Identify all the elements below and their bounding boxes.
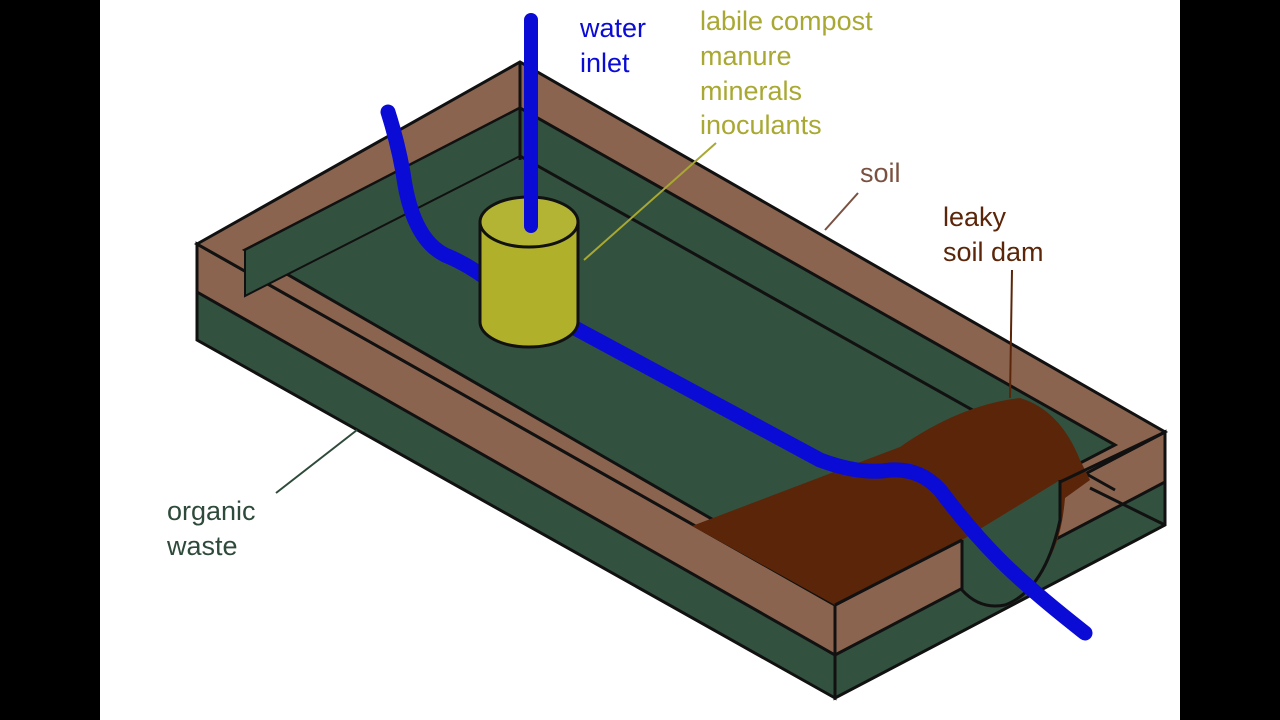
leader-soil	[824, 192, 859, 231]
label-water-inlet-line2: inlet	[580, 48, 630, 78]
leader-waste	[275, 429, 358, 494]
label-leaky-dam: leaky soil dam	[943, 202, 1044, 267]
label-organic-waste-line2: waste	[166, 531, 238, 561]
label-additives: labile compost manure minerals inoculant…	[700, 6, 880, 140]
label-water-inlet-line1: water	[579, 13, 646, 43]
label-additive-2: manure	[700, 41, 792, 71]
bed-right-edge-2	[1089, 486, 1166, 527]
label-additive-1: labile compost	[700, 6, 873, 36]
dam-cut-outline	[960, 480, 1062, 608]
label-leaky-dam-line2: soil dam	[943, 237, 1044, 267]
water-channel	[380, 104, 1093, 641]
label-leaky-dam-line1: leaky	[943, 202, 1007, 232]
diagram-canvas: water inlet labile compost manure minera…	[100, 0, 1180, 720]
bed-front-edge	[834, 538, 963, 607]
label-water-inlet: water inlet	[579, 13, 654, 78]
label-additive-4: inoculants	[700, 110, 822, 140]
label-additive-3: minerals	[700, 76, 802, 106]
label-organic-waste: organic waste	[166, 496, 263, 561]
label-soil: soil	[860, 158, 901, 188]
bed-right-edge	[1059, 430, 1166, 484]
leader-additives	[583, 142, 717, 261]
composting-bed-diagram: water inlet labile compost manure minera…	[166, 6, 1169, 701]
leader-dam	[1009, 269, 1013, 399]
label-organic-waste-line1: organic	[167, 496, 256, 526]
